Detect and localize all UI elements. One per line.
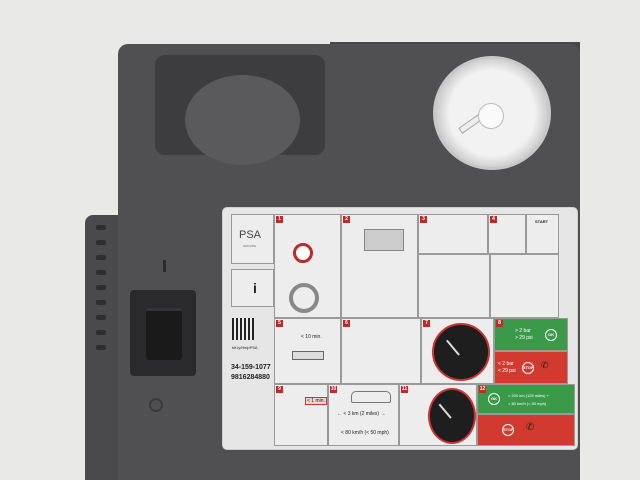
vent-slot bbox=[96, 285, 106, 290]
vent-slot bbox=[96, 270, 106, 275]
stop-pressure-bar: < 2 bar bbox=[498, 361, 514, 367]
reference-number: 9816284880 bbox=[231, 374, 270, 381]
inflate-time: < 10 min. bbox=[301, 334, 322, 340]
step-number: 5 bbox=[276, 320, 283, 327]
stop-pressure-psi: < 29 psi bbox=[498, 368, 516, 374]
step-9: 9 < 1 min. bbox=[274, 384, 328, 446]
vent-slot bbox=[96, 225, 106, 230]
vent-slot bbox=[96, 315, 106, 320]
ok-icon: OK bbox=[545, 329, 557, 341]
step-11: 11 bbox=[399, 384, 477, 446]
switch-icon bbox=[292, 351, 324, 360]
step-number: 4 bbox=[490, 216, 497, 223]
step-3: 3 bbox=[418, 214, 488, 254]
step-12-stop: STOP ✆ bbox=[477, 414, 575, 446]
vent-slot bbox=[96, 255, 106, 260]
vent-slot bbox=[96, 330, 106, 335]
max-distance: < 200 km (125 miles) + bbox=[508, 393, 549, 398]
manual-icon: i bbox=[231, 269, 274, 307]
indicator-slot bbox=[163, 260, 166, 272]
gauge-hub bbox=[478, 103, 504, 129]
step-2: 2 bbox=[341, 214, 418, 318]
brand-box: PSA GROUPE bbox=[231, 214, 274, 264]
step-number: 6 bbox=[343, 320, 350, 327]
power-switch[interactable] bbox=[146, 308, 182, 360]
instruction-label: PSA GROUPE i bit.ly/HelpPSA 34-159-1077 … bbox=[222, 207, 578, 450]
step-number: 7 bbox=[423, 320, 430, 327]
step-3-illustration bbox=[418, 254, 490, 318]
step-number: 8 bbox=[496, 320, 503, 327]
step-8-stop: < 2 bar < 29 psi STOP ✆ bbox=[494, 351, 568, 384]
info-icon: i bbox=[253, 280, 257, 296]
brand-sub: GROUPE bbox=[243, 244, 257, 248]
step-number: 11 bbox=[401, 386, 408, 393]
step-4: 4 bbox=[488, 214, 526, 254]
step-12-ok: 12 OK < 200 km (125 miles) + < 80 km/h (… bbox=[477, 384, 575, 414]
pressure-sticker-icon bbox=[293, 243, 313, 263]
step-number: 1 bbox=[276, 216, 283, 223]
ok-pressure-bar: > 2 bar bbox=[515, 328, 531, 334]
step-8-ok: 8 > 2 bar > 29 psi OK bbox=[494, 318, 568, 351]
step-4-illustration bbox=[490, 254, 559, 318]
drive-speed: < 80 km/h (< 50 mph) bbox=[341, 430, 389, 436]
steering-wheel-icon bbox=[289, 283, 319, 313]
step-7: 7 bbox=[421, 318, 494, 384]
start-step: START bbox=[526, 214, 559, 254]
step-5: 5 < 10 min. bbox=[274, 318, 341, 384]
help-link[interactable]: bit.ly/HelpPSA bbox=[232, 345, 258, 350]
ok-pressure-psi: > 29 psi bbox=[515, 335, 533, 341]
sealant-bottle-holder bbox=[185, 75, 300, 165]
step-number: 2 bbox=[343, 216, 350, 223]
wait-time: < 1 min. bbox=[305, 397, 327, 405]
gauge-dial-icon bbox=[432, 323, 490, 381]
qr-code bbox=[232, 318, 254, 340]
stop-icon: STOP bbox=[502, 424, 514, 436]
vent-slot bbox=[96, 345, 106, 350]
screw-icon bbox=[149, 398, 163, 412]
compressor-icon bbox=[364, 229, 404, 251]
step-10: 10 ← < 3 km (2 miles) → < 80 km/h (< 50 … bbox=[328, 384, 399, 446]
step-6: 6 bbox=[341, 318, 421, 384]
part-number: 34-159-1077 bbox=[231, 364, 271, 371]
stop-icon: STOP bbox=[522, 362, 534, 374]
max-speed: < 80 km/h (< 50 mph) bbox=[508, 401, 547, 406]
step-1: 1 bbox=[274, 214, 341, 318]
car-icon bbox=[351, 391, 391, 403]
brand-logo: PSA bbox=[239, 229, 262, 241]
vent-slot bbox=[96, 240, 106, 245]
phone-icon: ✆ bbox=[526, 422, 535, 433]
start-label: START bbox=[535, 219, 549, 224]
step-number: 12 bbox=[479, 386, 486, 393]
vent-slot bbox=[96, 300, 106, 305]
phone-icon: ✆ bbox=[541, 360, 549, 370]
step-number: 3 bbox=[420, 216, 427, 223]
step-number: 10 bbox=[330, 386, 337, 393]
gauge-dial-icon bbox=[428, 388, 476, 444]
step-number: 9 bbox=[276, 386, 283, 393]
drive-distance: ← < 3 km (2 miles) → bbox=[337, 411, 386, 417]
ok-icon: OK bbox=[488, 393, 500, 405]
